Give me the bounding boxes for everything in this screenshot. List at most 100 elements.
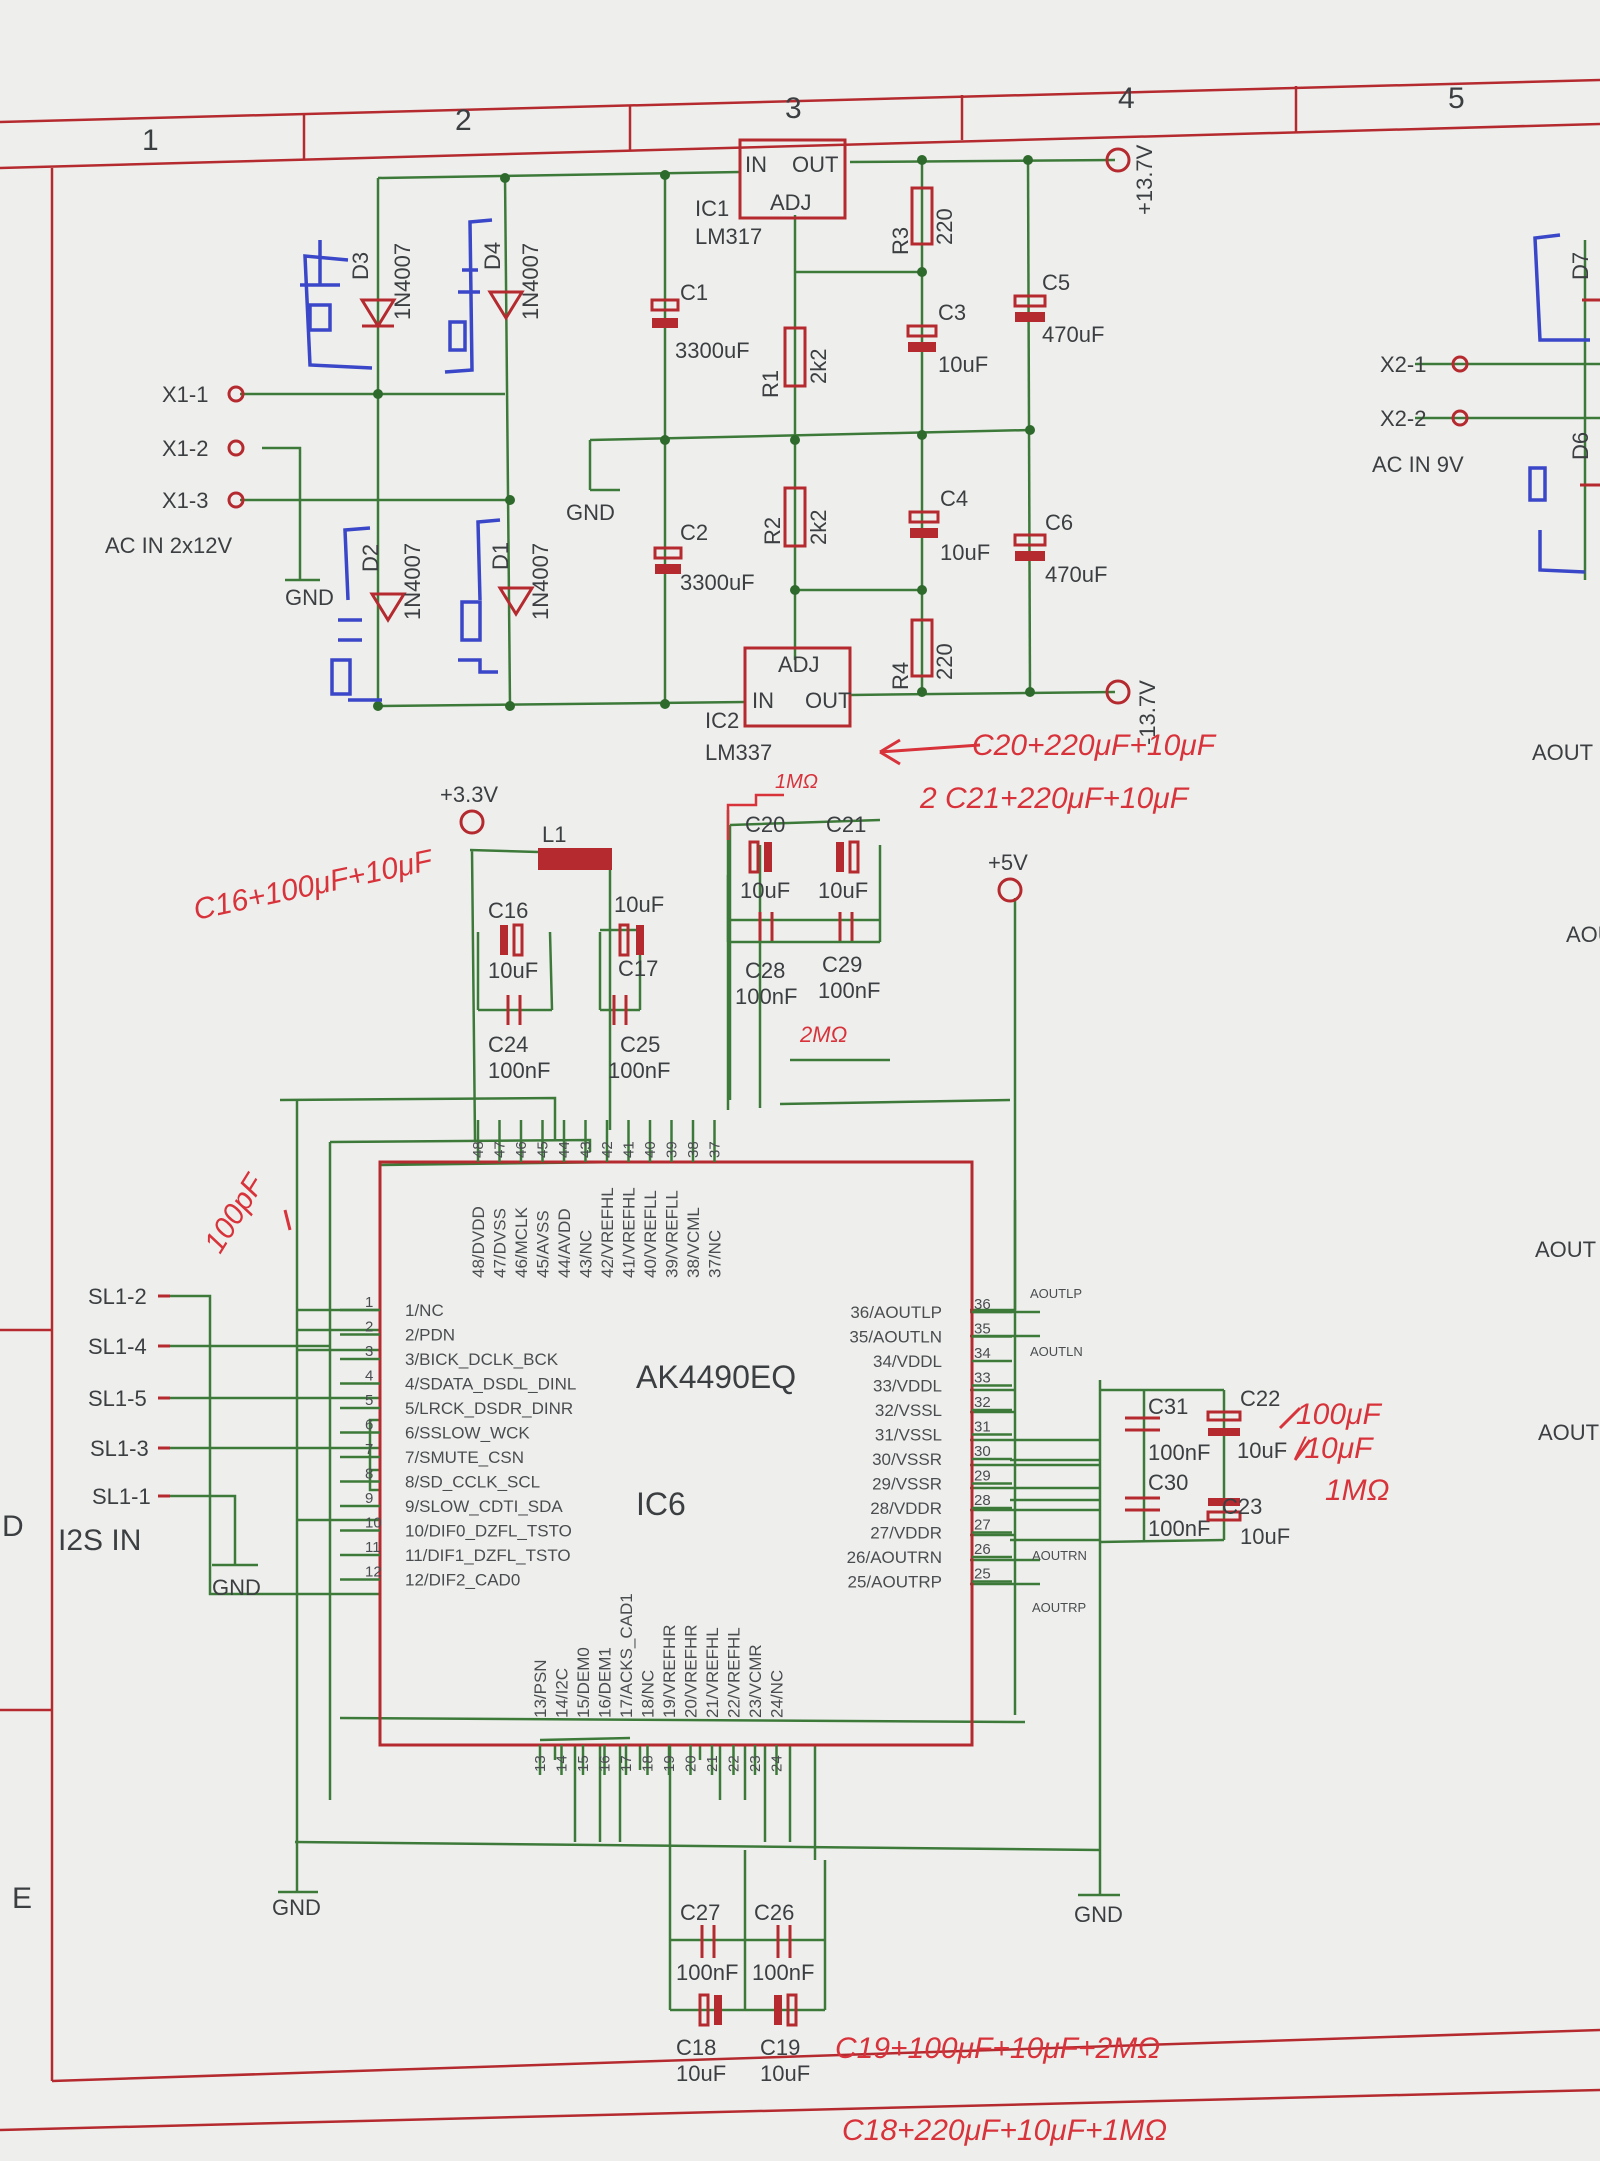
- note-c16: C16+100μF+10μF: [191, 844, 437, 927]
- pos-rail-terminal: [1105, 147, 1131, 173]
- bottom-pin-label: 22/VREFHL: [725, 1627, 744, 1718]
- c16-value: 10uF: [488, 958, 538, 983]
- left-pin-number: 2: [365, 1319, 373, 1336]
- gnd-label-2: GND: [566, 500, 615, 525]
- d7-label: D7: [1568, 252, 1593, 280]
- left-pin-label: 11/DIF1_DZFL_TSTO: [405, 1546, 571, 1565]
- x1-3-label: X1-3: [162, 488, 208, 513]
- top-pin-number: 37: [707, 1141, 724, 1158]
- left-pin-number: 4: [365, 1368, 373, 1385]
- resistor-r1: [783, 326, 807, 388]
- r1-value: 2k2: [806, 349, 831, 384]
- left-pin-number: 12: [365, 1564, 382, 1581]
- bottom-pin-number: 18: [640, 1755, 657, 1772]
- ic6-top-pins: 4848/DVDD4747/DVSS4646/MCLK4545/AVSS4444…: [469, 1120, 725, 1278]
- diode-d4: [444, 218, 525, 374]
- cap-c30: [1125, 1496, 1160, 1512]
- c3-label: C3: [938, 300, 966, 325]
- gnd-label-4: GND: [272, 1895, 321, 1920]
- right-pin-number: 27: [974, 1517, 991, 1534]
- cap-c3: [906, 324, 938, 352]
- d1-label: D1: [488, 542, 513, 570]
- bottom-pin-number: 20: [683, 1755, 700, 1772]
- c19-value: 10uF: [760, 2061, 810, 2086]
- c23-value: 10uF: [1240, 1524, 1290, 1549]
- cap-c17: [618, 923, 644, 957]
- aout-edge-2: AOUT: [1566, 922, 1600, 947]
- x1-connector: [227, 385, 245, 509]
- sl1-2-label: SL1-2: [88, 1284, 147, 1309]
- ic1-regulator: [738, 138, 847, 220]
- right-pin-label: 30/VSSR: [872, 1450, 942, 1469]
- right-pin-number: 36: [974, 1296, 991, 1313]
- x2-caption: AC IN 9V: [1372, 452, 1464, 477]
- l1-label: L1: [542, 822, 566, 847]
- right-pin-number: 28: [974, 1492, 991, 1509]
- d3-type: 1N4007: [390, 243, 415, 320]
- ic2-out: OUT: [805, 688, 851, 713]
- bottom-pin-label: 24/NC: [768, 1670, 787, 1718]
- bottom-pin-label: 13/PSN: [531, 1659, 550, 1718]
- ic6-right-pins: 3636/AOUTLP3535/AOUTLN3434/VDDL3333/VDDL…: [847, 1296, 1012, 1592]
- c1-label: C1: [680, 280, 708, 305]
- cap-c6: [1013, 533, 1047, 561]
- c1-value: 3300uF: [675, 338, 750, 363]
- d2-type: 1N4007: [400, 543, 425, 620]
- note-c22-10uf: /10μF: [1294, 1432, 1374, 1465]
- top-pin-label: 44/AVDD: [555, 1208, 574, 1278]
- d3-label: D3: [348, 252, 373, 280]
- frame-row-d: D: [2, 1510, 24, 1543]
- bottom-pin-label: 17/ACKS_CAD1: [617, 1593, 636, 1718]
- gnd-symbols-dac: [212, 1563, 1120, 1897]
- power-supply-wires: [240, 158, 1600, 708]
- x2-blue-mods: [1528, 233, 1590, 574]
- bottom-pin-number: 23: [747, 1755, 764, 1772]
- cap-c16: [500, 923, 524, 957]
- cap-c20: [748, 840, 772, 874]
- cap-c24: [506, 995, 522, 1025]
- cap-c1: [650, 298, 680, 328]
- top-pin-label: 45/AVSS: [534, 1210, 553, 1278]
- ic6-part: AK4490EQ: [636, 1359, 796, 1395]
- left-pin-label: 12/DIF2_CAD0: [405, 1571, 520, 1590]
- bottom-pin-label: 16/DEM1: [596, 1647, 615, 1718]
- c18-value: 10uF: [676, 2061, 726, 2086]
- c20-value: 10uF: [740, 878, 790, 903]
- sheet-frame: [0, 78, 1600, 2132]
- power-supply-junctions: [373, 155, 1035, 711]
- left-pin-label: 4/SDATA_DSDL_DINL: [405, 1375, 576, 1394]
- sl1-1-label: SL1-1: [92, 1484, 151, 1509]
- c31-value: 100nF: [1148, 1440, 1210, 1465]
- d2-label: D2: [358, 544, 383, 572]
- d6-label: D6: [1568, 432, 1593, 460]
- top-pin-label: 39/VREFLL: [663, 1190, 682, 1278]
- note-c20: C20+220μF+10μF: [972, 729, 1217, 762]
- note-2mohm: 2MΩ: [799, 1022, 847, 1047]
- bottom-pin-number: 15: [575, 1755, 592, 1772]
- left-pin-number: 10: [365, 1515, 382, 1532]
- d4-label: D4: [480, 242, 505, 270]
- inductor-l1: [538, 848, 612, 870]
- diode-d3: [300, 240, 397, 370]
- c17-value: 10uF: [614, 892, 664, 917]
- ic2-part: LM337: [705, 740, 772, 765]
- v5-terminal: [997, 877, 1023, 903]
- d4-type: 1N4007: [518, 243, 543, 320]
- x1-1-label: X1-1: [162, 382, 208, 407]
- note-c22-100uf: 100μF: [1296, 1398, 1382, 1431]
- bottom-pin-label: 14/I2C: [553, 1668, 572, 1718]
- note-c21: 2 C21+220μF+10μF: [919, 782, 1190, 815]
- x2-diodes: [1580, 298, 1600, 487]
- top-pin-label: 48/DVDD: [469, 1206, 488, 1278]
- bottom-pin-number: 14: [554, 1755, 571, 1772]
- top-pin-label: 37/NC: [706, 1230, 725, 1278]
- frame-col-1: 1: [142, 124, 159, 157]
- ic6-dac-body: [378, 1160, 974, 1747]
- ic1-part: LM317: [695, 224, 762, 249]
- cap-c18: [698, 1993, 722, 2027]
- v33-label: +3.3V: [440, 782, 498, 807]
- top-pin-label: 42/VREFHL: [598, 1187, 617, 1278]
- neg-rail-label: -13.7V: [1135, 680, 1160, 745]
- cap-c23: [1206, 1498, 1242, 1522]
